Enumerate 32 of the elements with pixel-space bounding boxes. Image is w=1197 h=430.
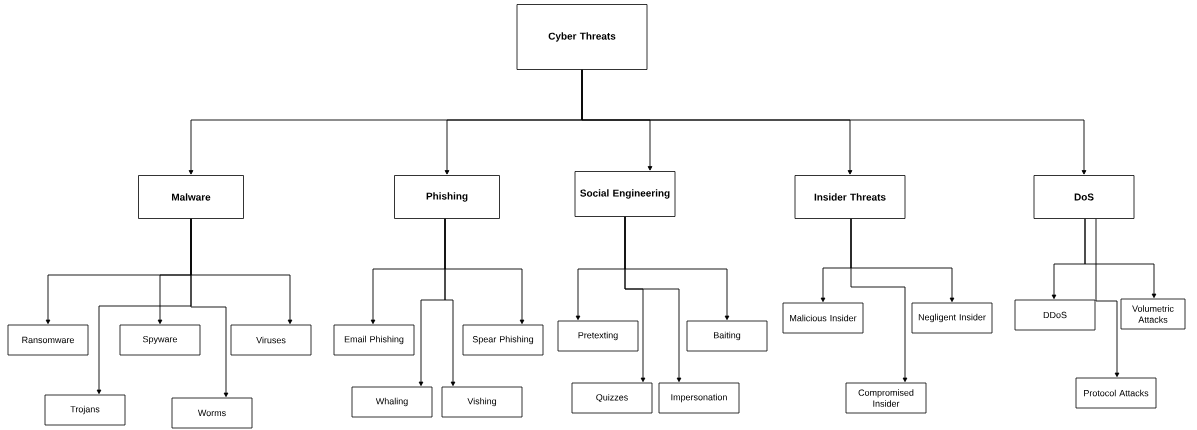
leaf-box: Malicious Insider: [782, 302, 864, 334]
leaf-box: Trojans: [44, 394, 126, 426]
leaf-box: Email Phishing: [333, 324, 415, 356]
leaf-box: Viruses: [230, 324, 312, 356]
arrow: [624, 216, 682, 383]
arrow: [850, 218, 908, 383]
category-box: Insider Threats: [794, 175, 906, 219]
leaf-box: Ransomware: [7, 324, 89, 356]
leaf-box: Negligent Insider: [911, 302, 993, 334]
leaf-box: Impersonation: [658, 382, 740, 414]
leaf-box: Baiting: [686, 320, 768, 352]
root-box: Cyber Threats: [516, 4, 648, 70]
arrow: [444, 218, 456, 387]
category-box: DoS: [1033, 175, 1135, 219]
leaf-box: Volumetric Attacks: [1120, 298, 1186, 330]
category-box: Phishing: [394, 175, 500, 219]
leaf-box: Whaling: [351, 386, 433, 418]
category-box: Malware: [138, 175, 244, 219]
leaf-box: Pretexting: [557, 320, 639, 352]
category-box: Social Engineering: [574, 171, 676, 217]
leaf-box: Worms: [171, 397, 253, 429]
leaf-box: Spyware: [119, 324, 201, 356]
leaf-box: Protocol Attacks: [1075, 377, 1157, 409]
arrow: [1095, 218, 1120, 378]
leaf-box: Quizzes: [571, 382, 653, 414]
arrow: [190, 218, 229, 398]
leaf-box: Compromised Insider: [845, 382, 927, 414]
leaf-box: Vishing: [441, 386, 523, 418]
leaf-box: Spear Phishing: [462, 324, 544, 356]
leaf-box: DDoS: [1014, 299, 1096, 331]
arrow: [1084, 218, 1157, 299]
arrow: [581, 69, 1087, 175]
